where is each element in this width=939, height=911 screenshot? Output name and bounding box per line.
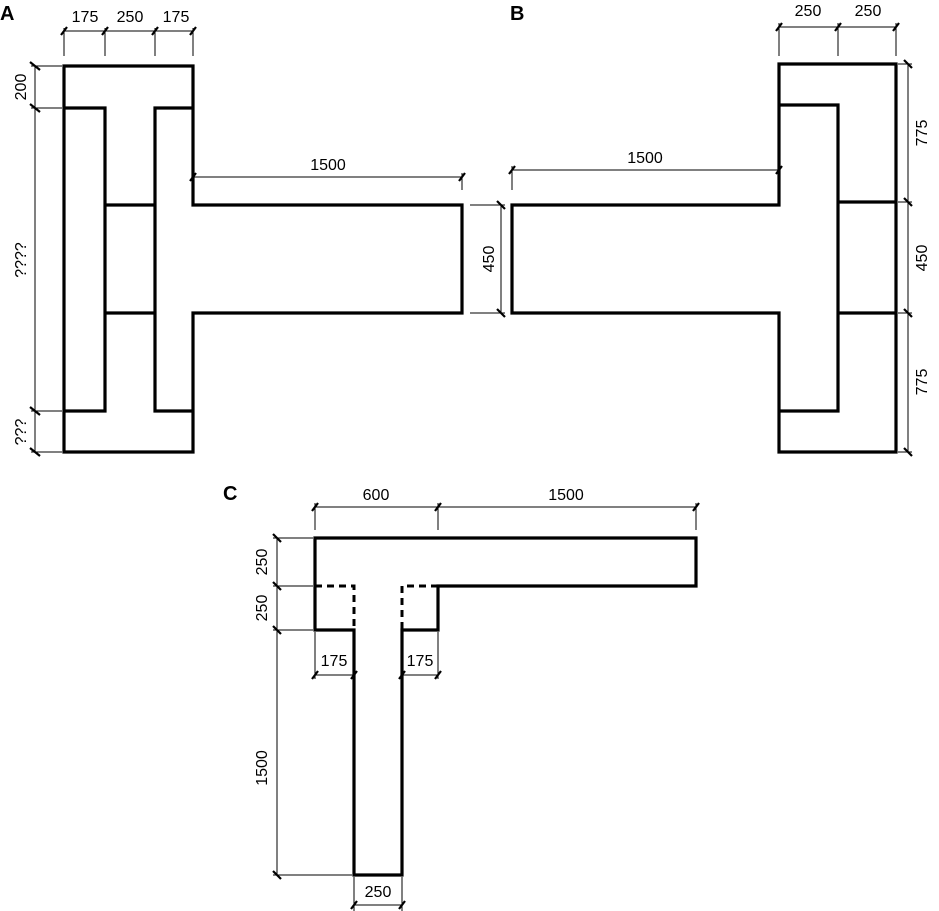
panel-b-right-dimension: 775 450 775 (898, 59, 931, 457)
panel-c-top-dimension: 600 1500 (311, 487, 700, 530)
dim-a-top-right: 175 (163, 9, 190, 26)
dim-a-left-bottom: ??? (13, 419, 30, 446)
dim-a-beam-length: 1500 (310, 157, 346, 174)
dim-b-right-top: 775 (914, 120, 931, 147)
dim-c-mid-left: 175 (321, 653, 348, 670)
dim-a-top-left: 175 (72, 9, 99, 26)
dim-c-bottom: 250 (365, 884, 392, 901)
panel-b-label: B (510, 3, 524, 25)
panel-a-beam-length-dimension: 1500 (189, 157, 466, 190)
panel-c-mid-dimension: 175 175 (311, 632, 442, 680)
panel-a-beam-depth-dimension: 450 (470, 200, 506, 318)
panel-c: C 600 1500 250 250 (223, 483, 700, 911)
dim-a-top-mid: 250 (117, 9, 144, 26)
dim-c-left-top: 250 (254, 549, 271, 576)
panel-a-label: A (0, 3, 14, 25)
dim-a-left-top: 200 (13, 74, 30, 101)
dim-b-right-mid: 450 (914, 245, 931, 272)
panel-a: A 175 250 175 (0, 3, 506, 457)
dim-b-right-bottom: 775 (914, 369, 931, 396)
dim-b-top-left: 250 (795, 3, 822, 20)
panel-a-left-dimension: 200 ???? ??? (13, 61, 62, 457)
dim-c-top-left: 600 (363, 487, 390, 504)
panel-b-beam-length-dimension: 1500 (508, 150, 783, 190)
panel-c-label: C (223, 483, 237, 505)
dim-a-beam-depth: 450 (481, 246, 498, 273)
panel-b-top-dimension: 250 250 (775, 3, 900, 56)
dim-c-left-long: 1500 (254, 750, 271, 786)
dim-b-top-right: 250 (855, 3, 882, 20)
panel-a-outline (62, 64, 464, 454)
panel-a-top-dimension: 175 250 175 (60, 9, 197, 56)
panel-b-outline (510, 62, 898, 454)
dim-b-beam-length: 1500 (627, 150, 663, 167)
panel-c-long-dimension: 1500 (254, 630, 352, 880)
panel-c-left-dimension: 250 250 (254, 533, 313, 635)
panel-c-bottom-dimension: 250 (350, 877, 406, 911)
panel-c-outline (313, 536, 698, 877)
dim-c-mid-right: 175 (407, 653, 434, 670)
dim-a-left-mid: ???? (13, 242, 30, 278)
panel-b: B 250 250 1500 (508, 3, 931, 457)
dim-c-left-mid: 250 (254, 595, 271, 622)
dim-c-top-right: 1500 (548, 487, 584, 504)
